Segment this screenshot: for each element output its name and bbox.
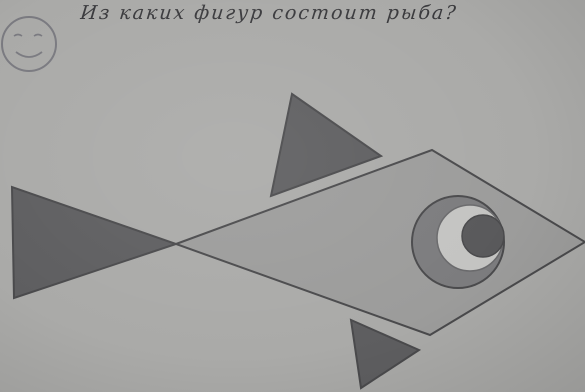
bottom-fin-triangle (351, 320, 419, 388)
tail-triangle (12, 187, 176, 298)
smiley-face-icon (2, 17, 56, 71)
body-rhombus (176, 150, 585, 335)
fish-eye (412, 196, 504, 288)
eye-pupil-circle (462, 215, 504, 257)
